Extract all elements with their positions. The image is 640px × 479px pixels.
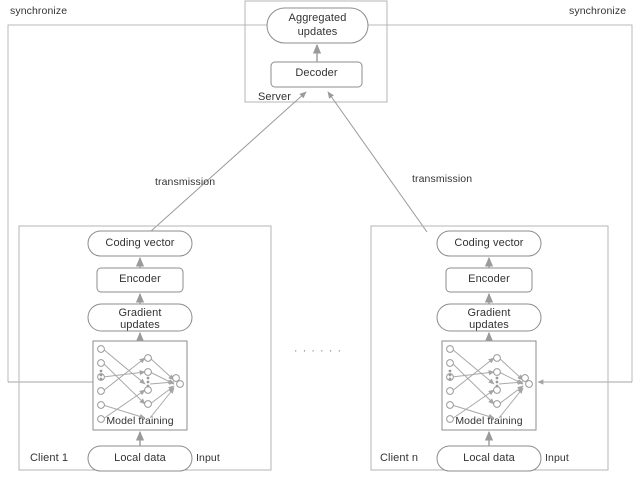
client-n-local-data-label: Local data (463, 452, 515, 464)
synchronize-path-left (7, 24, 267, 382)
client-n-input-label: Input (545, 452, 569, 464)
client-1-gradient-updates-label-line1: Gradient (118, 307, 162, 319)
client-1-encoder-label: Encoder (119, 273, 161, 285)
client-n-neural-network (446, 345, 533, 423)
transmission-lines (149, 91, 428, 233)
server-label: Server (258, 91, 291, 103)
client-1-coding-vector-node (87, 230, 193, 257)
aggregated-updates-label-line1: Aggregated (288, 12, 347, 24)
aggregated-updates-label-line2: updates (297, 26, 338, 38)
synchronize-label-left: synchronize (10, 5, 68, 17)
decoder-label: Decoder (295, 67, 338, 79)
client-n-coding-vector-node (436, 230, 542, 257)
client-1-name-label: Client 1 (30, 452, 69, 464)
client-n-model-training-label: Model training (455, 415, 523, 427)
client-1-gradient-updates-label-line2: updates (120, 319, 160, 331)
client-1-local-data-label: Local data (114, 452, 166, 464)
transmission-line-left (149, 91, 307, 233)
clients-ellipsis: · · · · · · (293, 345, 343, 357)
client-1-neural-network (97, 345, 184, 423)
transmission-label-left: transmission (155, 176, 216, 188)
aggregated-updates-node (266, 7, 369, 44)
client-n-gradient-updates-label-line1: Gradient (467, 307, 511, 319)
client-1-model-training-label: Model training (106, 415, 174, 427)
synchronize-label-right: synchronize (569, 5, 627, 17)
client-n-gradient-updates-label-line2: updates (469, 319, 509, 331)
client-n-name-label: Client n (380, 452, 419, 464)
client-1-input-label: Input (196, 452, 220, 464)
client-n-encoder-label: Encoder (468, 273, 510, 285)
synchronize-path-right (368, 24, 633, 382)
transmission-label-right: transmission (412, 173, 473, 185)
client-n-coding-vector-label: Coding vector (454, 237, 524, 249)
server-box (244, 0, 388, 103)
synchronize-frame (7, 24, 633, 382)
client-1-coding-vector-label: Coding vector (105, 237, 175, 249)
transmission-line-right (327, 91, 428, 233)
